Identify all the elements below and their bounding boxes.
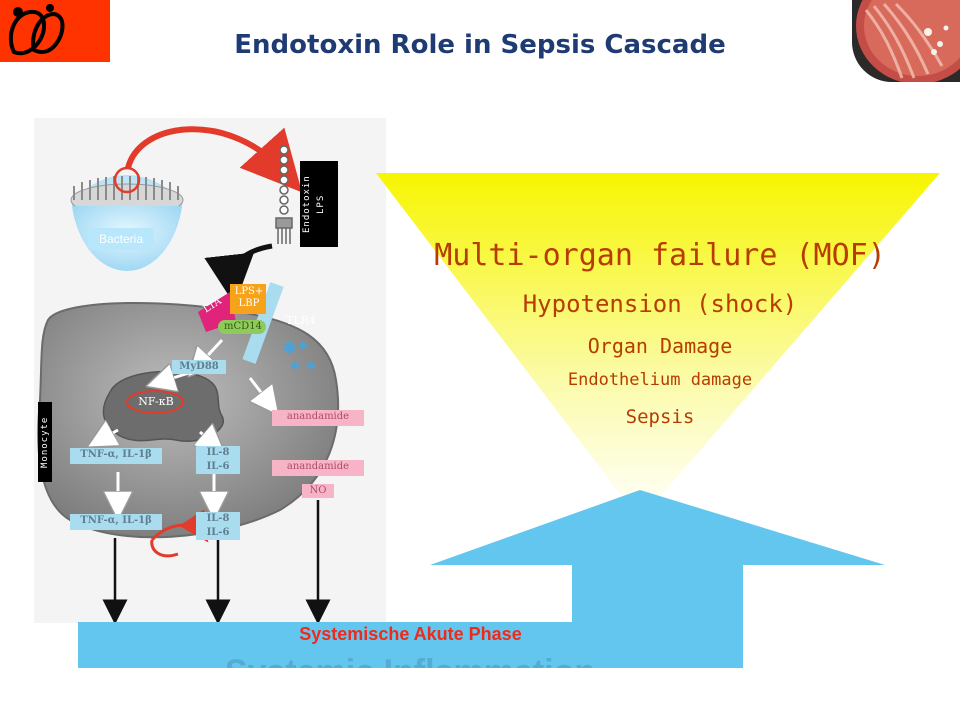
petri-dish-photo xyxy=(852,0,960,84)
logo-mark-icon xyxy=(8,4,65,56)
banner-ghost-text: Systemic Inflammation xyxy=(170,652,650,668)
nfkb-label: NF-κB xyxy=(138,395,174,408)
tnf-il1-outer-box: TNF-α, IL-1β xyxy=(70,514,162,530)
endotoxin-label-line1: Endotoxin xyxy=(302,175,312,233)
signal-stars-icon: ✱ ✱ ✱ ✱ xyxy=(282,338,316,373)
bacteria-label: Bacteria xyxy=(88,228,154,250)
endotoxin-label-line2: LPS xyxy=(316,194,326,214)
bacteria-cell xyxy=(70,166,184,271)
il6-outer-label: IL-6 xyxy=(206,527,230,538)
lps-lbp-label-line2: LBP xyxy=(238,298,260,309)
no-box: NO xyxy=(302,484,334,498)
svg-text:✱: ✱ xyxy=(282,338,297,359)
mcd14-shape-icon xyxy=(218,320,266,334)
myd88-box: MyD88 xyxy=(172,360,226,374)
highlight-circle-icon xyxy=(113,166,141,194)
banner-label: Systemische Akute Phase xyxy=(299,624,522,644)
funnel-level-hypotension: Hypotension (shock) xyxy=(522,290,798,318)
binding-arrow-icon xyxy=(204,243,273,305)
anandamide-box-2: anandamide xyxy=(272,460,364,476)
il6-inner-label: IL-6 xyxy=(206,461,230,472)
output-arrows xyxy=(102,500,331,625)
lps-lbp-shape-icon xyxy=(230,284,266,314)
lps-lbp-label: LPS+ LBP xyxy=(233,286,265,310)
feedback-arrow-icon xyxy=(150,539,179,558)
svg-text:✱: ✱ xyxy=(298,339,308,353)
severity-funnel xyxy=(376,173,940,520)
lps-lbp-label-line1: LPS+ xyxy=(234,286,264,297)
acute-phase-banner xyxy=(78,622,743,668)
anandamide-box-1: anandamide xyxy=(272,410,364,426)
funnel-level-endothelium: Endothelium damage xyxy=(567,370,753,390)
lps-molecule-icon xyxy=(275,145,293,244)
mcd14-label: mCD14 xyxy=(224,321,262,332)
il8-il6-inner-box: IL-8 IL-6 xyxy=(196,446,240,474)
funnel-level-sepsis: Sepsis xyxy=(625,406,695,428)
il8-inner-label: IL-8 xyxy=(206,447,230,458)
page-title: Endotoxin Role in Sepsis Cascade xyxy=(234,30,726,60)
funnel-level-mof: Multi-organ failure (MOF) xyxy=(434,238,886,273)
release-arrow-icon xyxy=(125,126,303,193)
funnel-level-organ-damage: Organ Damage xyxy=(587,334,733,358)
logo xyxy=(0,0,110,62)
il8-il6-outer-box: IL-8 IL-6 xyxy=(196,512,240,540)
svg-text:✱: ✱ xyxy=(290,359,300,373)
monocyte-label: Monocyte xyxy=(38,402,52,482)
svg-text:✱: ✱ xyxy=(306,359,316,373)
escalation-arrow-icon xyxy=(430,490,885,622)
tnf-il1-inner-box: TNF-α, IL-1β xyxy=(70,448,162,464)
tlr4-label: TLR4 xyxy=(286,314,316,327)
il8-outer-label: IL-8 xyxy=(206,513,230,524)
endotoxin-label: Endotoxin LPS xyxy=(300,161,338,247)
